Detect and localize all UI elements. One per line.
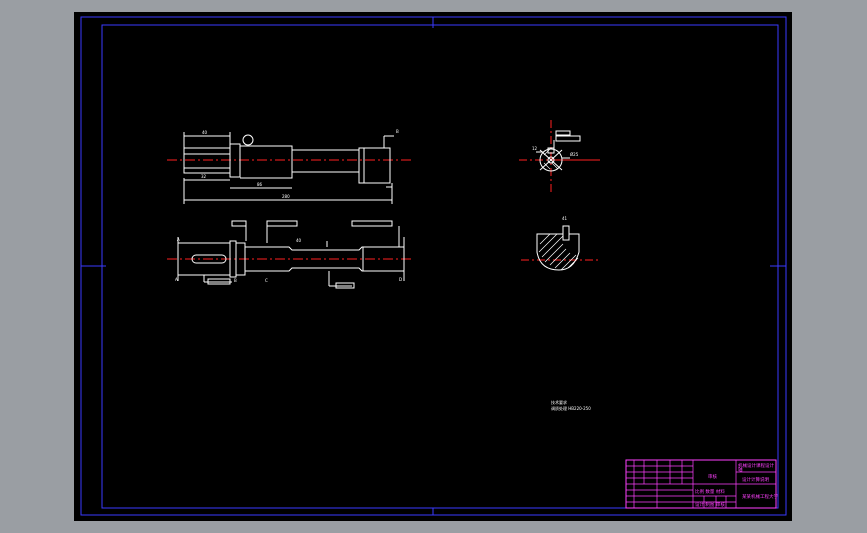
title-block-designer: 设计 制图 审核 xyxy=(695,501,725,508)
title-block[interactable]: 机械设计课程设计 轴 设计计算说明 某某机械工程大学 审核 比例 数量 材料 设… xyxy=(625,459,778,509)
svg-text:40: 40 xyxy=(296,238,302,243)
section-view-keyway[interactable]: 12 Ø25 xyxy=(519,120,600,194)
title-block-title: 机械设计课程设计 xyxy=(738,462,774,469)
drawing-sheet: 40 32 86 280 B xyxy=(74,12,792,521)
svg-text:12: 12 xyxy=(532,146,538,151)
shaft-view-top[interactable] xyxy=(167,132,412,204)
sheet-frame xyxy=(80,16,787,516)
title-block-subtitle: 轴 xyxy=(738,466,743,473)
svg-text:B: B xyxy=(234,278,237,283)
title-block-stamp: 审核 xyxy=(708,473,717,480)
svg-text:280: 280 xyxy=(282,194,290,199)
svg-text:调质处理 HB220-250: 调质处理 HB220-250 xyxy=(551,405,591,411)
title-block-school: 某某机械工程大学 xyxy=(742,493,778,500)
svg-text:40: 40 xyxy=(202,130,208,135)
svg-text:D: D xyxy=(399,277,402,282)
svg-text:41: 41 xyxy=(562,216,568,221)
svg-text:A: A xyxy=(175,277,178,282)
shaft-view-bottom[interactable] xyxy=(167,220,412,289)
svg-text:Ø25: Ø25 xyxy=(570,152,579,157)
section-view-hatched[interactable]: 41 xyxy=(521,216,599,271)
svg-text:B: B xyxy=(396,129,399,134)
drawing-canvas: 40 32 86 280 B xyxy=(80,16,787,516)
shaft-bottom-section-marks: A A B C D 40 xyxy=(175,237,402,283)
title-block-scale: 比例 数量 材料 xyxy=(695,488,725,495)
svg-text:A: A xyxy=(177,237,180,242)
svg-text:技术要求: 技术要求 xyxy=(551,399,567,405)
shaft-top-dimension-labels: 40 32 86 280 B xyxy=(201,129,399,199)
technical-notes: 技术要求 调质处理 HB220-250 xyxy=(551,399,591,411)
title-block-drawing-no: 设计计算说明 xyxy=(742,476,769,483)
svg-text:C: C xyxy=(265,278,268,283)
svg-text:86: 86 xyxy=(257,182,263,187)
svg-text:32: 32 xyxy=(201,174,207,179)
